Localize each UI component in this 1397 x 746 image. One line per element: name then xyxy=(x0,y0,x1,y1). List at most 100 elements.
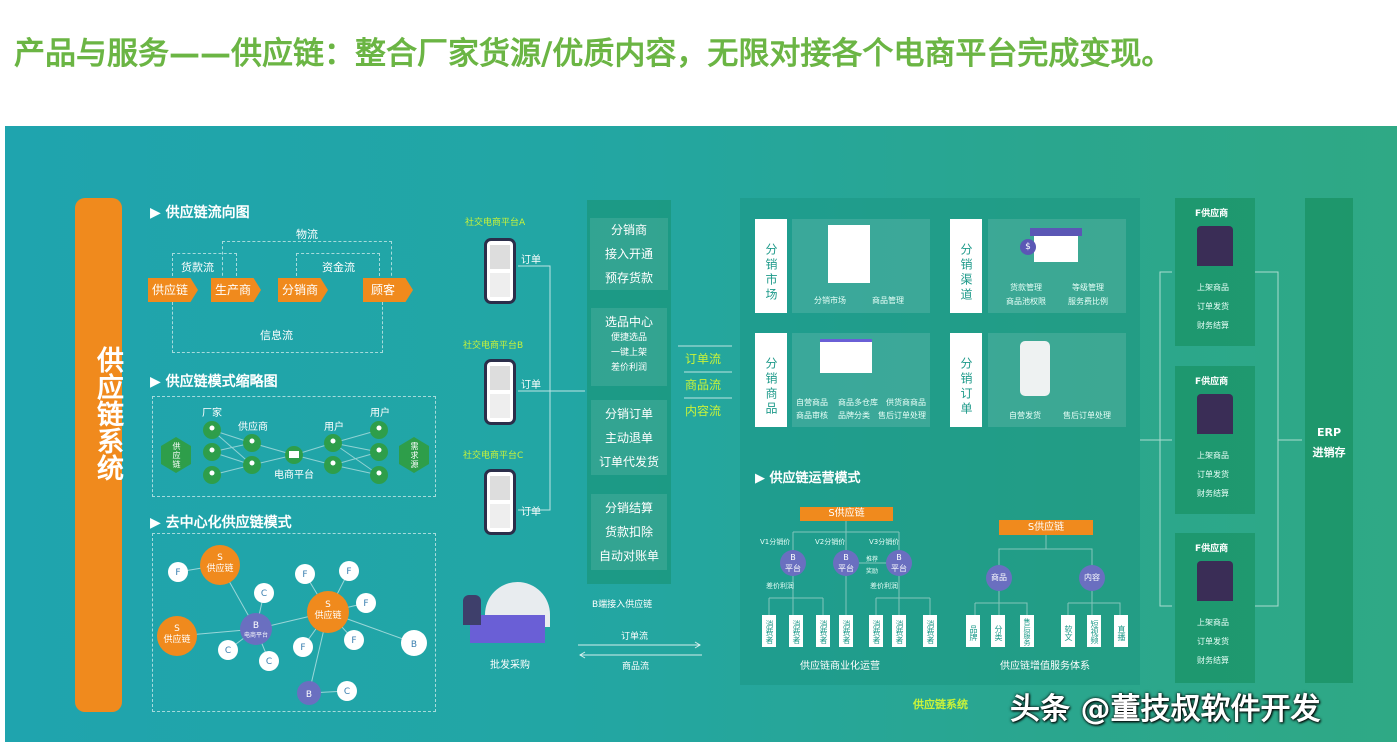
user-icons xyxy=(209,425,382,476)
s-node-3-label: S xyxy=(325,600,331,610)
consumer-box: 消费者 xyxy=(892,615,906,647)
f-node: F xyxy=(300,643,305,653)
capital-flow-label: 资金流 xyxy=(322,261,355,274)
goods-flow-label: 商品流 xyxy=(685,378,722,392)
social-platform-c: 社交电商平台C xyxy=(463,451,524,461)
box-line: 主动退单 xyxy=(604,431,653,445)
b-node-3-label: B xyxy=(411,640,417,650)
phone-b xyxy=(484,359,516,425)
section-heading-ops: ▶ 供应链运营模式 xyxy=(755,471,861,486)
bottom-order-flow-label: 订单流 xyxy=(621,632,649,642)
margin-label-left: 差价利润 xyxy=(766,582,794,590)
decentral-diagram-box xyxy=(152,533,436,712)
card-item: 售后订单处理 xyxy=(1063,411,1111,420)
card-item: 商品多仓库 xyxy=(838,398,878,407)
supplier-illustration-icon xyxy=(1197,394,1233,434)
card-item: 自营商品 xyxy=(796,398,828,407)
v3-price: V3分销价 xyxy=(869,538,900,546)
f-node: F xyxy=(175,568,180,578)
mode-links xyxy=(211,429,380,476)
f-supplier-card-2: F供应商 上架商品 订单发货 财务结算 xyxy=(1175,366,1255,514)
card-goods: 自营商品 商品多仓库 供货商商品 商品审核 品牌分类 售后订单处理 xyxy=(792,333,930,427)
card-item: 售后订单处理 xyxy=(878,411,926,420)
flow-node-supply-chain: 供应链 xyxy=(148,278,198,302)
f-supplier-item: 订单发货 xyxy=(1197,470,1229,479)
box-line: 预存货款 xyxy=(604,271,653,285)
product-item-box: 品牌 xyxy=(966,615,980,647)
selection-center-title: 选品中心 xyxy=(604,315,653,329)
f-supplier-item: 财务结算 xyxy=(1197,656,1229,665)
supplier-lines xyxy=(1140,271,1302,607)
card-label-channel: 分销渠道 xyxy=(950,219,982,313)
flow-arrows xyxy=(678,345,732,399)
c-node: C xyxy=(344,687,350,697)
s-node-1-text: 供应链 xyxy=(206,562,233,574)
card-channel: $ 货款管理 等级管理 商品池权限 服务费比例 xyxy=(988,219,1126,313)
order-lines xyxy=(518,265,585,511)
card-item: 供货商商品 xyxy=(886,398,926,407)
margin-label-right: 差价利润 xyxy=(870,582,898,590)
social-platform-b: 社交电商平台B xyxy=(463,341,524,351)
decentral-heading-text: 去中心化供应链模式 xyxy=(165,515,292,531)
card-item: 商品管理 xyxy=(872,296,904,305)
capital-line xyxy=(296,253,380,281)
product-item-box: 分类 xyxy=(991,615,1005,647)
card-label-order: 分销订单 xyxy=(950,333,982,427)
flow-heading-text: 供应链流向图 xyxy=(165,205,250,221)
distribution-panel xyxy=(740,198,1140,685)
box-line: 便捷选品 xyxy=(610,333,647,343)
f-supplier-item: 上架商品 xyxy=(1197,451,1229,460)
product-item-box: 售后服务 xyxy=(1020,615,1034,647)
box-line: 分销商 xyxy=(610,223,647,237)
s-node-1-label: S xyxy=(217,553,223,563)
content-item-box: 直播 xyxy=(1114,615,1128,647)
b-node-text: 电商平台 xyxy=(244,631,268,639)
card-label-goods: 分销商品 xyxy=(755,333,787,427)
ops-left-caption: 供应链商业化运营 xyxy=(800,661,880,672)
demand-source-hex xyxy=(399,437,429,473)
supply-chain-hex xyxy=(161,437,191,473)
content-item-box: 软文 xyxy=(1061,615,1075,647)
flow-node-distributor: 分销商 xyxy=(278,278,328,302)
watermark: 头条 @董技叔软件开发 xyxy=(1010,692,1321,727)
v2-price: V2分销价 xyxy=(815,538,846,546)
b-node-label: B xyxy=(253,621,259,631)
card-item: 商品池权限 xyxy=(1006,297,1046,306)
s-chain-box-left: S供应链 xyxy=(800,507,893,521)
card-item: 服务费比例 xyxy=(1068,297,1108,306)
card-market: 分销市场 商品管理 xyxy=(792,219,930,313)
network-nodes xyxy=(157,545,427,705)
box-line: 分销结算 xyxy=(604,501,653,515)
card-item: 等级管理 xyxy=(1072,283,1104,292)
f-supplier-item: 上架商品 xyxy=(1197,618,1229,627)
recommend-label: 推荐 xyxy=(866,556,879,563)
b-platform-node: B 平台 xyxy=(886,550,912,576)
diagram-panel xyxy=(5,126,1397,742)
s-node-3-text: 供应链 xyxy=(314,609,341,621)
f-supplier-item: 财务结算 xyxy=(1197,489,1229,498)
phone-a xyxy=(484,238,516,304)
box-line: 货款扣除 xyxy=(604,525,653,539)
card-label-market: 分销市场 xyxy=(755,219,787,313)
store-roof-icon xyxy=(1030,228,1082,236)
mode-heading-text: 供应链模式缩略图 xyxy=(165,374,278,390)
ops-lines xyxy=(768,521,1121,615)
bottom-flow-arrows xyxy=(578,641,702,659)
b-node-2-label: B xyxy=(306,690,312,700)
f-supplier-item: 上架商品 xyxy=(1197,283,1229,292)
supplier-illustration-icon xyxy=(1197,561,1233,601)
f-node: F xyxy=(346,567,351,577)
order-label-c: 订单 xyxy=(521,507,541,518)
box-line: 差价利润 xyxy=(610,363,647,373)
v1-price: V1分销价 xyxy=(760,538,791,546)
box-line: 订单代发货 xyxy=(598,455,659,469)
order-label-a: 订单 xyxy=(521,255,541,266)
bottom-goods-flow-label: 商品流 xyxy=(622,662,650,672)
erp-column: ERP 进销存 xyxy=(1305,198,1353,683)
f-node: F xyxy=(363,599,368,609)
distribution-order-box: 分销订单主动退单订单代发货 xyxy=(591,400,667,475)
settlement-box: 分销结算货款扣除自动对账单 xyxy=(591,494,667,570)
consumer-box: 消费者 xyxy=(869,615,883,647)
sidebar-label: 供应链系统 xyxy=(92,346,123,481)
card-item: 自营发货 xyxy=(1009,411,1041,420)
